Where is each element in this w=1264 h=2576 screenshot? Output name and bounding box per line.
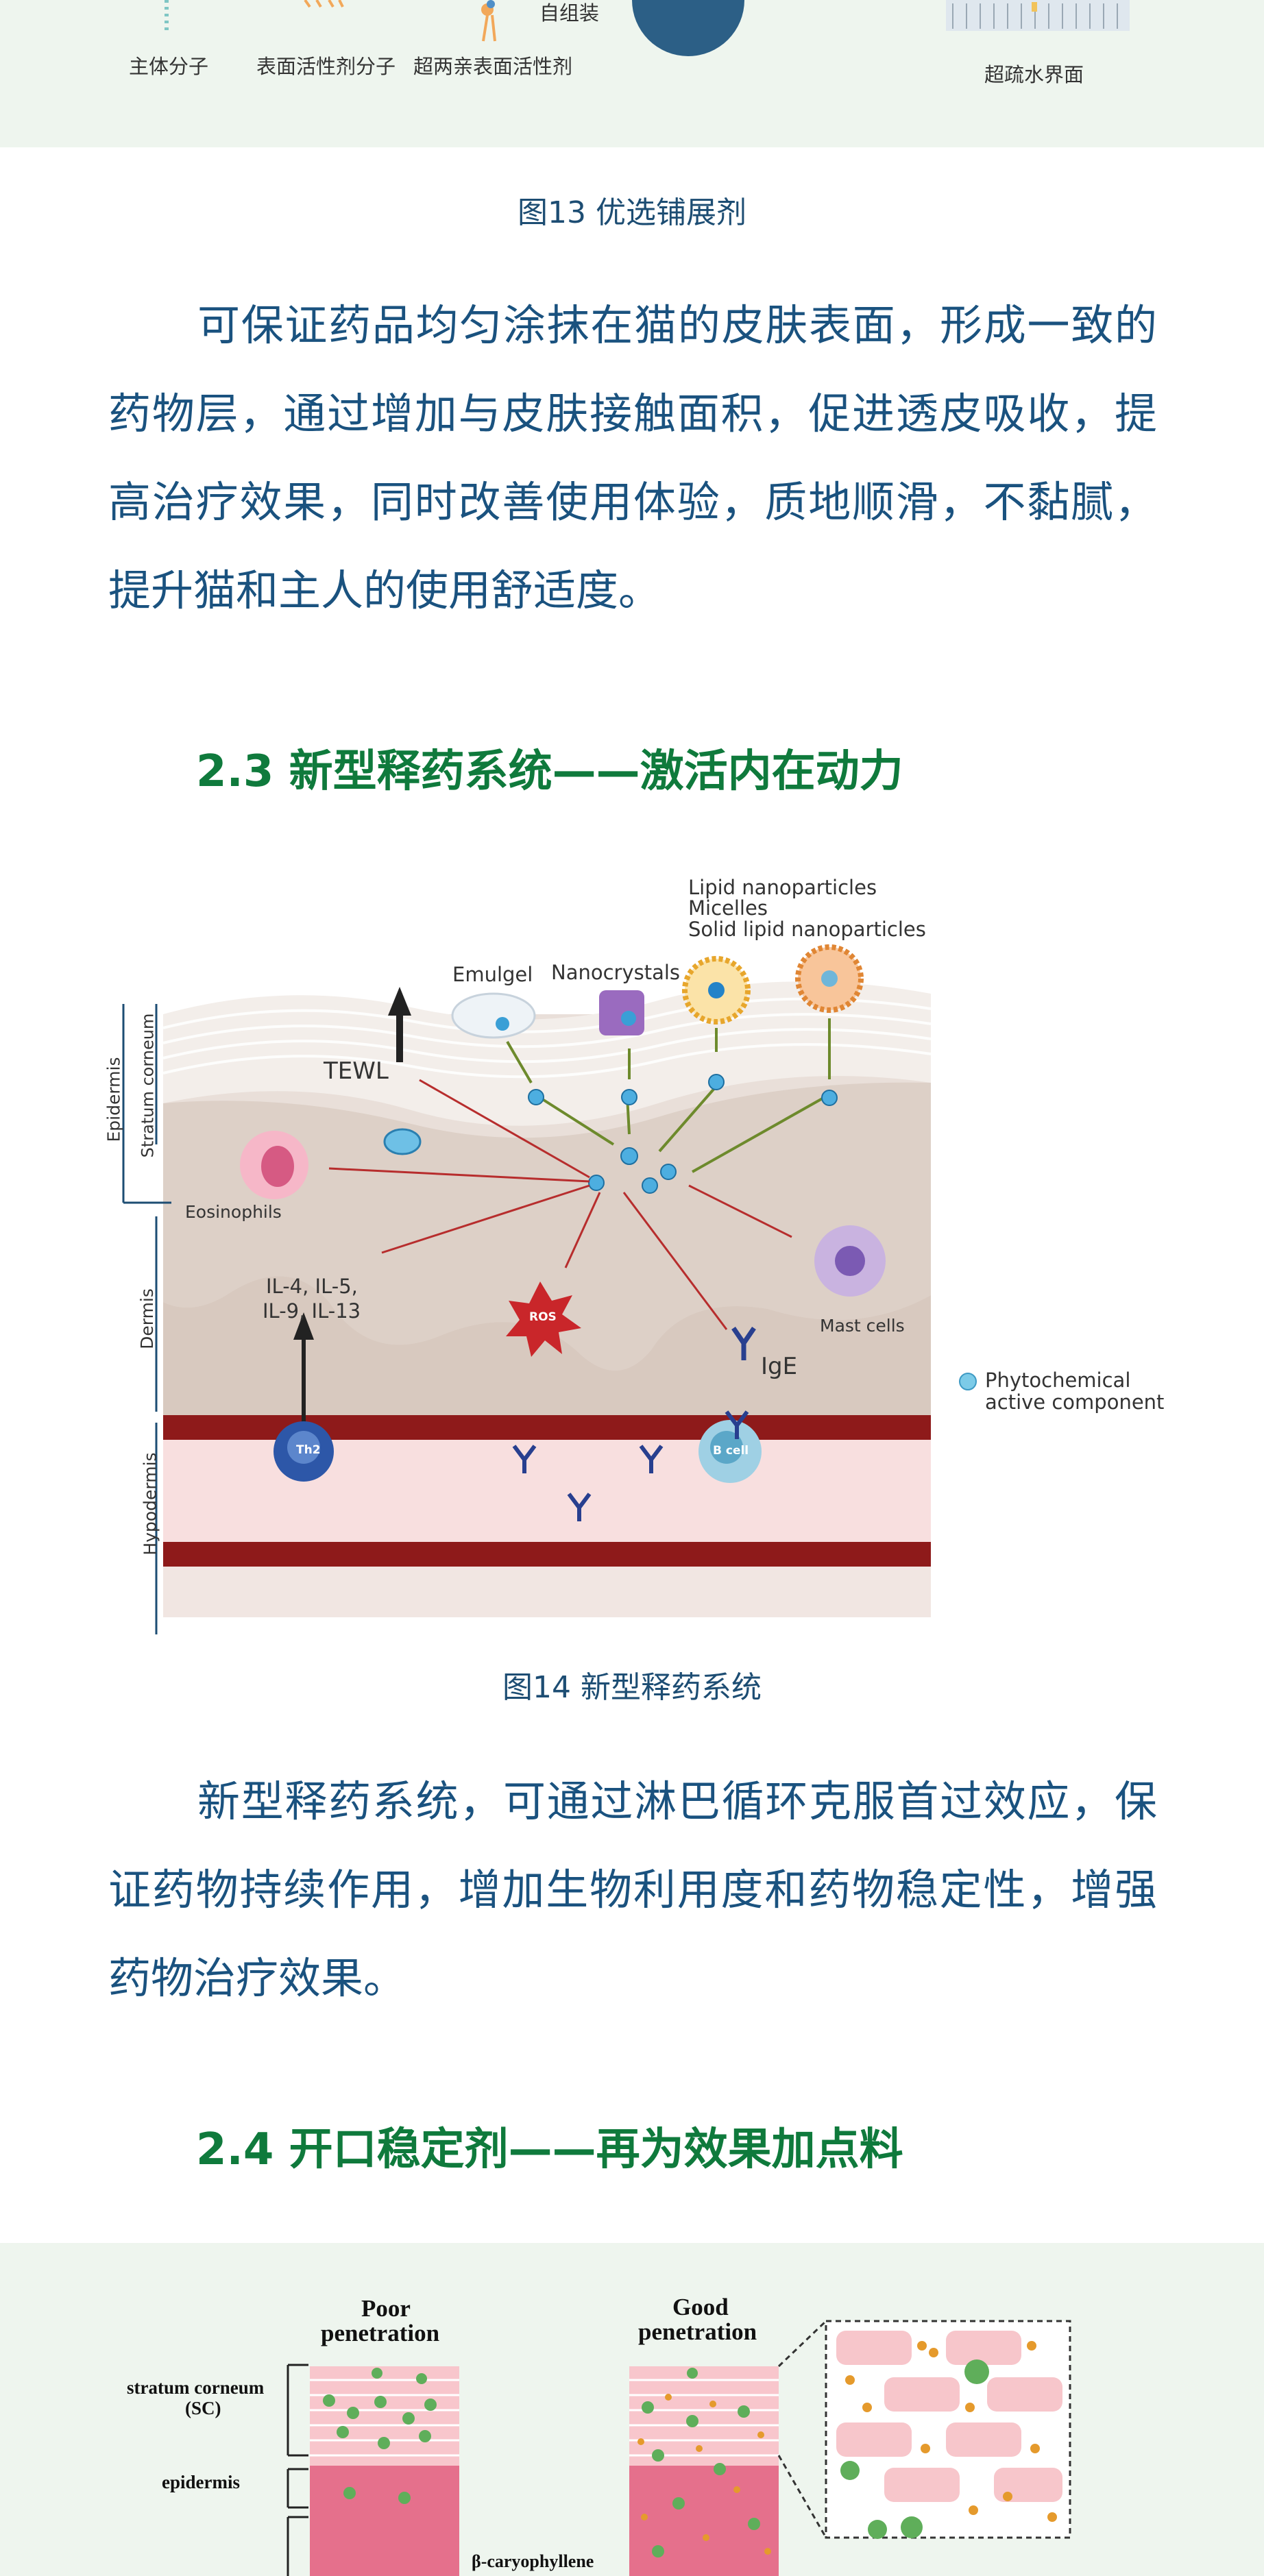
label-super-amphiphile: 超两亲表面活性剂: [413, 55, 573, 78]
figure-14: Epidermis Stratum corneum Dermis Hypoder…: [0, 857, 1264, 1638]
label-good-1: Good: [672, 2294, 729, 2320]
legend-label-2: active component: [985, 1390, 1165, 1414]
label-solid-lipid-nanoparticles: Solid lipid nanoparticles: [688, 918, 926, 941]
label-epidermis: Epidermis: [104, 1057, 124, 1142]
label-beta-caryophyllene: β-caryophyllene: [472, 2551, 594, 2571]
label-nanocrystals: Nanocrystals: [551, 961, 681, 984]
legend-dot-icon: [959, 1373, 977, 1390]
legend-label-1: Phytochemical: [985, 1369, 1131, 1392]
label-eosinophils: Eosinophils: [185, 1202, 282, 1222]
label-host-molecule: 主体分子: [129, 55, 209, 78]
paragraph-drug-delivery: 新型释药系统，可通过淋巴循环克服首过效应，保证药物持续作用，增加生物利用度和药物…: [108, 1776, 1157, 2003]
label-stratum-corneum: Stratum corneum: [138, 1013, 158, 1158]
figure-14-caption: 图14 新型释药系统: [502, 1670, 762, 1705]
label-good-2: penetration: [638, 2318, 757, 2345]
ige-antibody-icon: [731, 1327, 756, 1360]
label-self-assembly: 自组装: [539, 1, 600, 25]
label-hypodermis: Hypodermis: [140, 1452, 160, 1556]
paragraph-spreading-agent: 可保证药品均匀涂抹在猫的皮肤表面，形成一致的药物层，通过增加与皮肤接触面积，促进…: [108, 300, 1157, 615]
label-interleukins-2: IL-9, IL-13: [263, 1299, 361, 1323]
label-ige: IgE: [761, 1353, 798, 1380]
label-surfactant: 表面活性剂分子: [256, 55, 396, 78]
figure-13-band: 主体分子 表面活性剂分子 超两亲表面活性剂 自组装 超疏水界面: [0, 0, 1264, 147]
label-dermis: Dermis: [136, 1288, 157, 1349]
ros-burst-icon: [506, 1281, 581, 1357]
label-stratum-corneum-sc-1: stratum corneum: [127, 2377, 265, 2398]
label-th2: Th2: [296, 1443, 321, 1457]
nanocrystals-icon: [599, 990, 644, 1035]
super-amphiphile-icon: [481, 0, 496, 42]
label-poor-1: Poor: [361, 2295, 411, 2322]
label-poor-2: penetration: [321, 2320, 440, 2346]
label-tewl: TEWL: [324, 1057, 389, 1085]
figure-14-art: [122, 944, 977, 1634]
figure-15-art: [287, 2320, 1071, 2576]
superhydrophobic-interface-icon: [946, 0, 1130, 31]
emulgel-icon: [451, 992, 536, 1039]
lipid-nanoparticle-icon: [682, 956, 751, 1025]
label-b-cell: B cell: [713, 1444, 749, 1458]
section-heading-2-4: 2.4 开口稳定剂——再为效果加点料: [196, 2124, 903, 2175]
label-emulgel: Emulgel: [452, 963, 533, 986]
label-interleukins-1: IL-4, IL-5,: [266, 1275, 358, 1298]
solid-lipid-nanoparticle-icon: [795, 944, 864, 1013]
figure-15-band: Poor penetration Good penetration stratu…: [0, 2243, 1264, 2576]
section-heading-2-3: 2.3 新型释药系统——激活内在动力: [196, 746, 903, 797]
self-assembly-sphere-icon: [632, 0, 744, 56]
label-mast-cells: Mast cells: [820, 1316, 905, 1336]
figure-13-art: [165, 0, 1130, 56]
label-ros: ROS: [529, 1310, 557, 1324]
surfactant-molecule-icon: [304, 0, 344, 8]
label-superhydrophobic: 超疏水界面: [984, 63, 1084, 86]
figure-13-caption: 图13 优选铺展剂: [518, 195, 746, 230]
label-epidermis-15: epidermis: [162, 2472, 240, 2492]
label-stratum-corneum-sc-2: (SC): [185, 2398, 221, 2418]
label-micelles: Micelles: [688, 896, 768, 920]
label-lipid-nanoparticles: Lipid nanoparticles: [688, 876, 877, 899]
